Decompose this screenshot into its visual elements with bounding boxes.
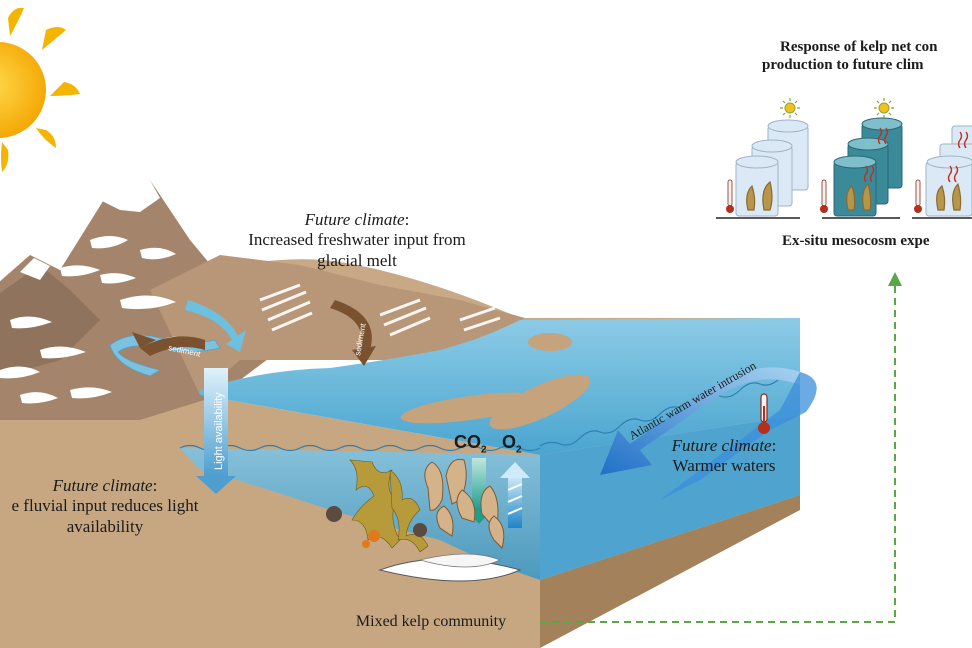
sediment-arrow-left: [132, 332, 205, 356]
fluvial-caption: Future climate: e fluvial input reduces …: [0, 476, 210, 537]
mesocosm-title-line2: production to future clim: [762, 57, 924, 73]
link-arrowhead: [888, 272, 902, 286]
fluvial-line2: availability: [66, 516, 144, 536]
glacial-future-label: Future climate: [304, 210, 405, 229]
mesocosm-title: Response of kelp net con production to f…: [762, 38, 972, 74]
mesocosm-sun-icons: [780, 98, 894, 118]
o2-text: O: [502, 432, 517, 452]
warm-line1: Warmer waters: [672, 456, 776, 476]
sediment-arrow-right: [330, 300, 376, 366]
thermometer-icon: [758, 393, 770, 434]
light-availability-label: Light availability: [213, 392, 225, 470]
warm-future-label: Future climate: [671, 436, 772, 455]
co2-label: CO2: [454, 432, 487, 457]
glacial-colon: :: [404, 210, 410, 229]
mesocosm-caption: Ex-situ mesocosm expe: [782, 233, 930, 249]
tank-group-third: [925, 125, 972, 217]
light-availability-arrow: [196, 368, 236, 494]
mesocosm-thermometers: [726, 179, 922, 213]
glacial-line2: glacial melt: [317, 250, 397, 270]
islands: [400, 333, 591, 430]
warm-colon: :: [771, 436, 777, 455]
fluvial-colon: :: [152, 476, 158, 495]
o2-arrow: [500, 462, 530, 528]
o2-subscript: 2: [516, 444, 522, 456]
warm-caption: Future climate: Warmer waters: [654, 436, 794, 477]
fluvial-future-label: Future climate: [52, 476, 153, 495]
link-to-mesocosm: [540, 282, 896, 623]
fluvial-line1: e fluvial input reduces light: [11, 496, 199, 516]
o2-label: O2: [502, 432, 522, 457]
kelp-community: [326, 458, 522, 582]
mesocosm-title-line1: Response of kelp net con: [780, 39, 938, 55]
sun-icon: [0, 7, 80, 172]
glacial-line1: Increased freshwater input from: [248, 230, 466, 250]
mountain-range: [0, 180, 525, 420]
glacial-melt-caption: Future climate: Increased freshwater inp…: [232, 210, 482, 271]
warm-water-arrow: [600, 367, 817, 500]
co2-text: CO: [454, 432, 481, 452]
kelp-community-label: Mixed kelp community: [355, 613, 507, 630]
mesocosm-experiment: [716, 98, 972, 219]
meltwater-arrow: [185, 300, 246, 352]
co2-subscript: 2: [481, 444, 487, 456]
